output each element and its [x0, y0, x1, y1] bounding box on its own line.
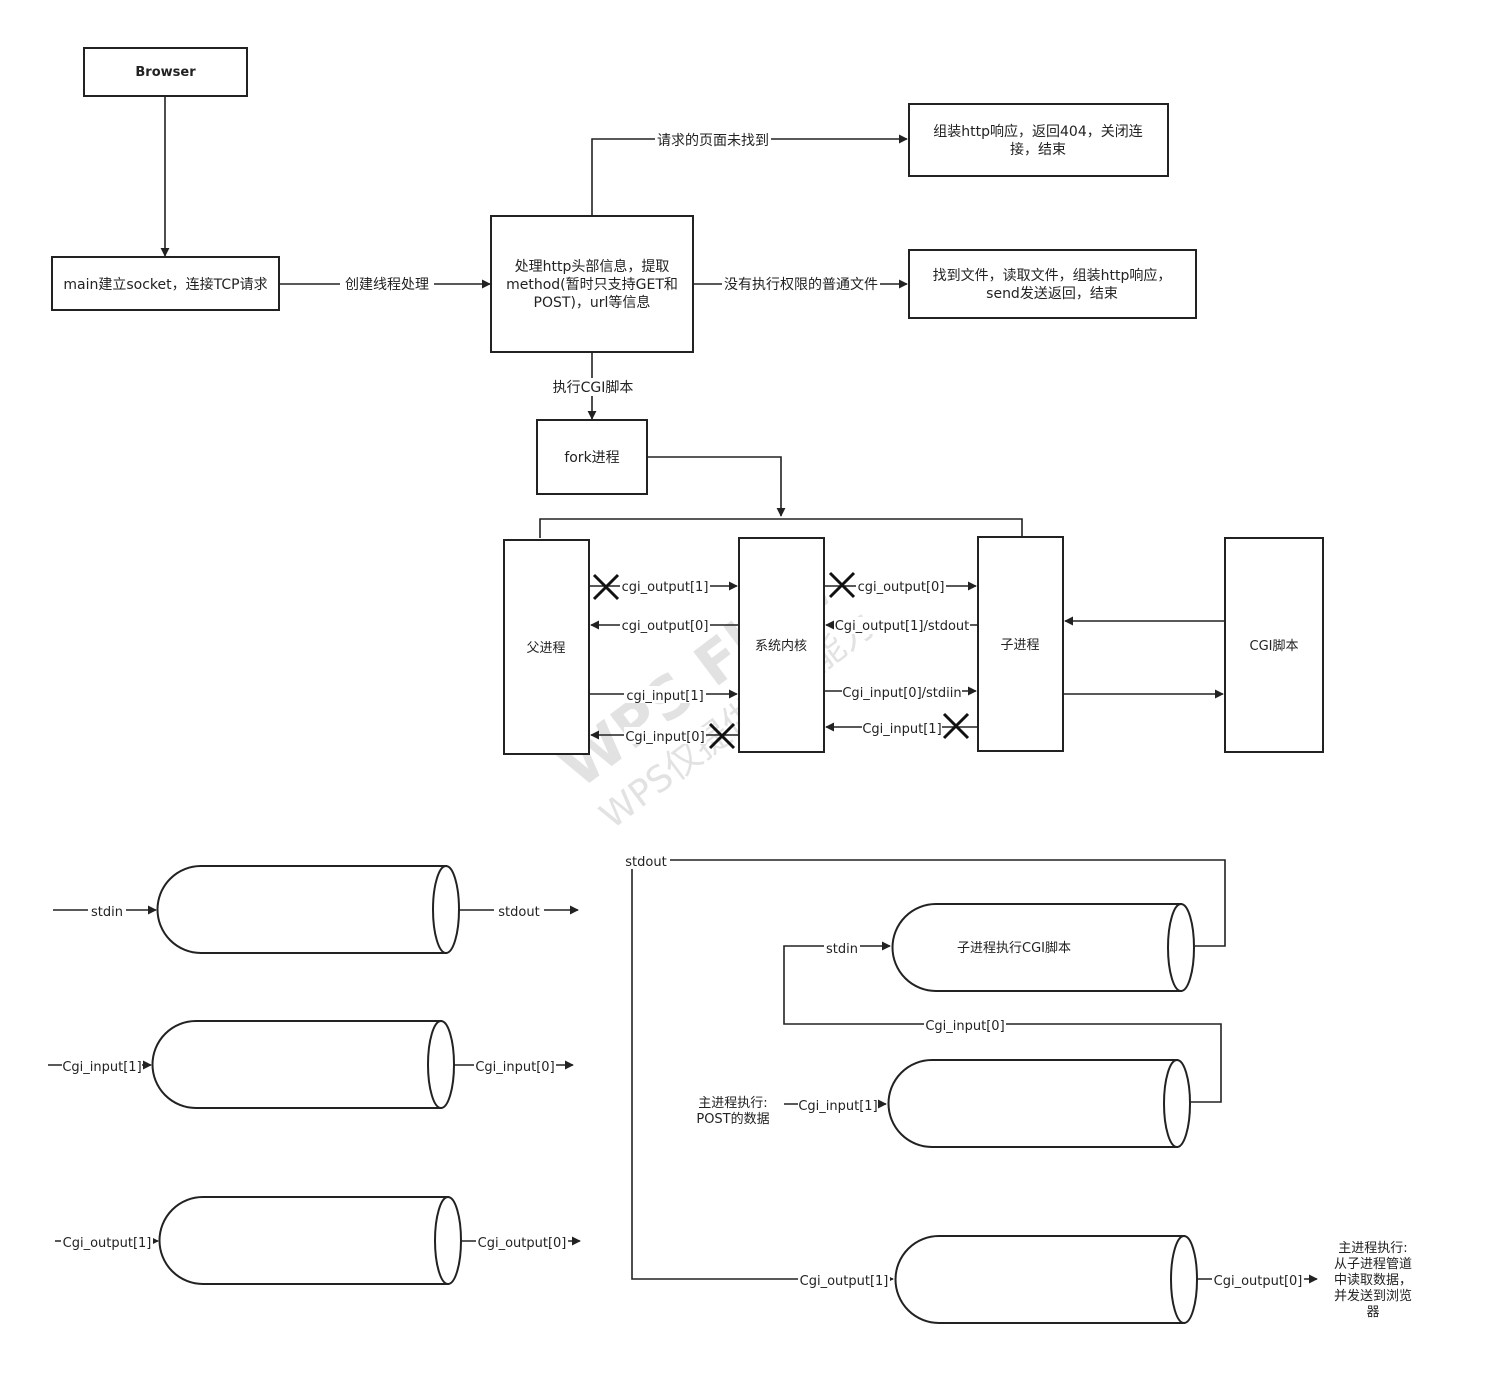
http-handle-line1: 处理http头部信息，提取 — [515, 258, 670, 275]
pipe-parent-in1-label: cgi_input[1] — [626, 689, 703, 704]
flow-pipe-output — [894, 1235, 1185, 1324]
flow-pipe-cgi — [891, 903, 1182, 992]
flow-main-read-line2: 从子进程管道 — [1334, 1257, 1412, 1272]
response-404-line1: 组装http响应，返回404，关闭连 — [933, 123, 1142, 140]
closed-mark-icon — [708, 722, 736, 750]
pipe-child-in0-label: Cgi_input[0]/stdiin — [842, 686, 961, 701]
flow-stdin-label: stdin — [826, 942, 858, 957]
legend-stdout-label: stdout — [498, 905, 539, 920]
fork-node — [536, 419, 648, 495]
legend-in0-label: Cgi_input[0] — [475, 1060, 554, 1075]
flow-main-read-line3: 中读取数据， — [1334, 1273, 1412, 1288]
closed-mark-icon — [592, 573, 620, 601]
pipe-parent-out1-label: cgi_output[1] — [622, 580, 709, 595]
http-handle-line2: method(暂时只支持GET和 — [506, 277, 678, 293]
file-response-line2: send发送返回，结束 — [986, 286, 1118, 302]
flow-child-exec-label: 子进程执行CGI脚本 — [957, 940, 1071, 956]
edge-handle-404 — [591, 134, 908, 216]
cgi-script-node — [1224, 537, 1324, 753]
flow-main-read-line5: 器 — [1366, 1305, 1379, 1320]
legend-pipe-stdio — [156, 865, 447, 954]
edge-label-create-thread: 创建线程处理 — [345, 277, 429, 293]
pipe-child-out0-label: cgi_output[0] — [858, 580, 945, 595]
response-404-line2: 接，结束 — [1010, 141, 1066, 158]
flow-stdout-label: stdout — [625, 855, 666, 870]
fork-bracket — [539, 518, 1023, 538]
file-response-line1: 找到文件，读取文件，组装http响应， — [933, 267, 1172, 284]
flow-main-post-line1: 主进程执行: — [698, 1096, 767, 1111]
closed-mark-icon — [828, 571, 856, 599]
edge-label-not-found: 请求的页面未找到 — [657, 133, 769, 149]
flow-input0-label: Cgi_input[0] — [925, 1019, 1004, 1034]
pipe-parent-in0-label: Cgi_input[0] — [625, 730, 704, 745]
legend-out1-label: Cgi_output[1] — [63, 1236, 152, 1251]
main-socket-label: main建立socket，连接TCP请求 — [63, 276, 267, 293]
file-response-node — [908, 249, 1197, 319]
legend-pipe-output — [158, 1196, 449, 1285]
parent-process-node — [503, 539, 590, 755]
fork-label: fork进程 — [564, 450, 619, 466]
flow-output0-label: Cgi_output[0] — [1214, 1274, 1303, 1289]
edge-label-exec-cgi: 执行CGI脚本 — [553, 380, 634, 396]
flow-main-read-line4: 并发送到浏览 — [1334, 1288, 1412, 1304]
parent-process-label: 父进程 — [526, 641, 565, 656]
http-handle-line3: POST)，url等信息 — [534, 294, 651, 311]
pipe-parent-out0-label: cgi_output[0] — [622, 619, 709, 634]
cgi-script-label: CGI脚本 — [1250, 638, 1299, 654]
edge-fork-split — [647, 456, 786, 517]
closed-mark-icon — [942, 712, 970, 740]
flow-main-post-line2: POST的数据 — [696, 1111, 769, 1127]
legend-out0-label: Cgi_output[0] — [478, 1236, 567, 1251]
pipe-child-out1-label: Cgi_output[1]/stdout — [835, 619, 970, 634]
flow-main-read-line1: 主进程执行: — [1338, 1241, 1407, 1256]
flow-input1-label: Cgi_input[1] — [798, 1099, 877, 1114]
pipe-child-in1-label: Cgi_input[1] — [862, 722, 941, 737]
edge-label-no-exec: 没有执行权限的普通文件 — [724, 277, 878, 293]
kernel-label: 系统内核 — [755, 638, 807, 654]
kernel-node — [738, 537, 825, 753]
response-404-node — [908, 103, 1169, 177]
legend-stdin-label: stdin — [91, 905, 123, 920]
main-socket-node — [51, 256, 280, 311]
child-process-label: 子进程 — [1000, 638, 1039, 653]
browser-label: Browser — [135, 65, 196, 80]
flow-pipe-input — [887, 1059, 1178, 1148]
legend-in1-label: Cgi_input[1] — [62, 1060, 141, 1075]
edge-stdout-to-output1 — [631, 859, 1226, 1284]
child-process-node — [977, 536, 1064, 752]
legend-pipe-input — [151, 1020, 442, 1109]
flow-output1-label: Cgi_output[1] — [800, 1274, 889, 1289]
